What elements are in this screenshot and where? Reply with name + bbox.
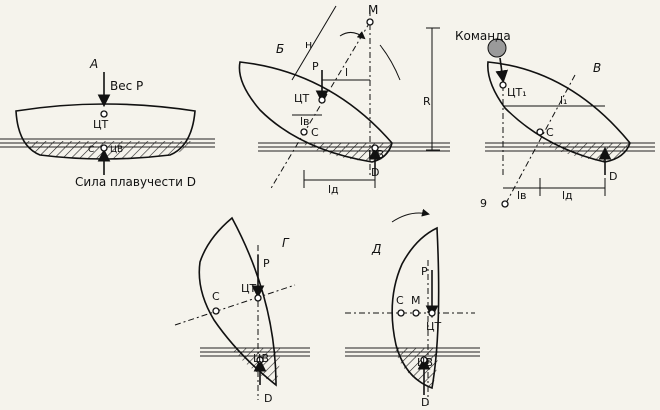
panel-letter: А	[89, 57, 98, 71]
c-point	[212, 307, 220, 315]
l-label: l	[345, 66, 348, 79]
heel-axis	[504, 74, 576, 206]
c-label: С	[546, 126, 554, 139]
center-of-gravity-point	[254, 294, 262, 302]
cb-label: ЦВ	[417, 356, 433, 369]
radius-arc	[379, 44, 401, 81]
cb-label: ЦВ	[368, 148, 384, 161]
crew-label: Команда	[455, 29, 511, 43]
hull	[487, 61, 631, 163]
panel-letter: Д	[371, 242, 381, 256]
c-point	[397, 309, 405, 317]
cb-label: ЦВ	[110, 145, 123, 155]
p-label: P	[312, 60, 319, 73]
hull	[391, 226, 440, 390]
heel-axis	[269, 21, 371, 191]
d-label: D	[609, 170, 617, 183]
metacenter-point	[412, 309, 420, 317]
d-label: D	[371, 166, 379, 179]
cg-label: ЦТ	[426, 320, 442, 333]
m-label: М	[411, 294, 421, 307]
cg-label: ЦТ	[93, 118, 109, 131]
cg-label: ЦТ	[241, 282, 257, 295]
panel-d: Д P С М ЦТ ЦВ D	[345, 208, 480, 409]
c-label: С	[396, 294, 404, 307]
c-label: С	[311, 126, 319, 139]
hull	[198, 216, 277, 387]
c-label: С	[88, 145, 94, 155]
number-label: 9	[480, 197, 487, 210]
center-of-gravity-point	[499, 81, 507, 89]
crew-ball	[487, 38, 507, 58]
lv-label: lв	[517, 189, 527, 202]
center-of-buoyancy-point	[420, 356, 428, 364]
center-of-buoyancy-point	[256, 356, 264, 364]
ld-label: lд	[562, 189, 573, 202]
rotation-arc	[339, 31, 366, 40]
center-of-gravity-point	[318, 96, 326, 104]
d-label: D	[421, 396, 429, 409]
panel-g: Г P ЦТ С ЦВ D	[174, 216, 310, 405]
center-of-buoyancy-point	[100, 144, 108, 152]
p-label: P	[421, 265, 428, 278]
c-label: С	[212, 290, 220, 303]
lower-point	[501, 200, 509, 208]
center-of-gravity-point	[100, 110, 108, 118]
panel-letter: Б	[276, 42, 284, 56]
center-of-gravity-point	[428, 309, 436, 317]
weight-label: Вес P	[110, 79, 143, 93]
h-label: н	[305, 38, 312, 51]
l1-label: l₁	[560, 94, 567, 107]
crew-arrow	[495, 57, 509, 84]
cb-label: ЦВ	[253, 352, 269, 365]
p-label: P	[263, 257, 270, 270]
buoyancy-label: Сила плавучести D	[75, 175, 196, 189]
center-line	[174, 284, 296, 326]
rotation-arc	[391, 208, 430, 223]
panel-b: Б M н P l R ЦТ lв С ЦВ D lд	[238, 3, 450, 196]
ld-label: lд	[328, 183, 339, 196]
panel-v: Команда В ЦТ₁ l₁ С D lв lд 9	[455, 29, 655, 210]
d-label: D	[264, 392, 272, 405]
hull	[238, 61, 393, 163]
submerged-hull	[540, 143, 630, 162]
h-dimension	[291, 5, 337, 81]
panel-letter: В	[593, 61, 601, 75]
c-point	[300, 128, 308, 136]
c-point	[536, 128, 544, 136]
metacenter-point	[366, 18, 374, 26]
lv-label: lв	[300, 115, 310, 128]
cg-label: ЦТ	[294, 92, 310, 105]
m-label: M	[368, 3, 378, 17]
panel-letter: Г	[282, 236, 290, 250]
panel-a: А Вес P ЦТ С ЦВ Сила плавучести D	[0, 57, 215, 189]
r-label: R	[423, 95, 431, 108]
center-of-buoyancy-point	[371, 144, 379, 152]
cg-label: ЦТ₁	[507, 86, 527, 99]
